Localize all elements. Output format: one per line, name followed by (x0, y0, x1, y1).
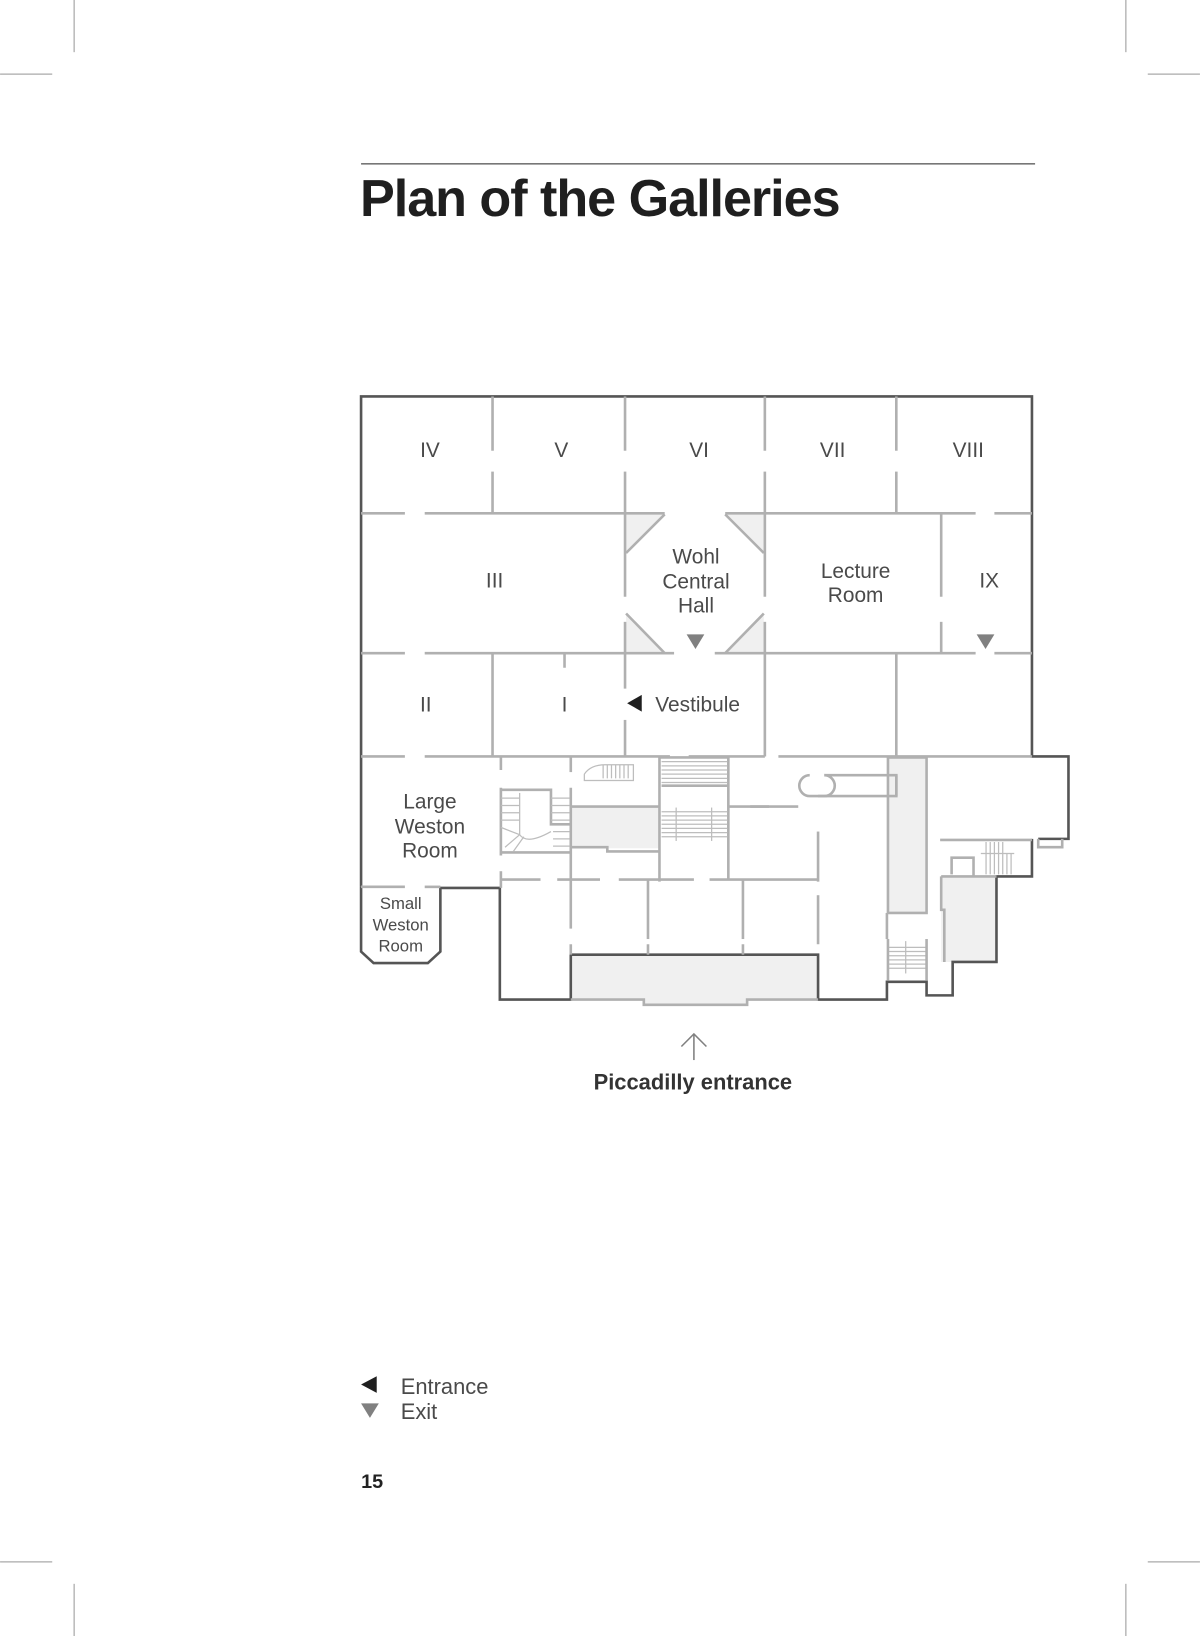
room-label-iv: IV (420, 439, 440, 462)
room-labels: IV V VI VII VIII III Wohl Central Hall L… (373, 439, 1000, 956)
room-label-large-weston-1: Large (403, 791, 456, 814)
room-label-lecture-1: Lecture (821, 560, 891, 583)
room-label-large-weston-3: Room (402, 840, 458, 863)
room-label-vii: VII (820, 439, 846, 462)
room-label-small-weston-3: Room (378, 937, 423, 956)
room-label-small-weston-2: Weston (373, 916, 429, 935)
legend-entrance-icon (361, 1376, 377, 1393)
entrance-caption: Piccadilly entrance (594, 1069, 792, 1094)
inner-walls (361, 396, 1064, 962)
room-label-v: V (554, 439, 568, 462)
room-label-large-weston-2: Weston (395, 816, 465, 839)
entrance-marker-icon (627, 694, 642, 712)
exit-marker-ix-icon (976, 634, 995, 649)
room-label-wohl-1: Wohl (672, 545, 719, 568)
room-label-small-weston-1: Small (380, 894, 422, 913)
room-label-vestibule: Vestibule (655, 694, 740, 717)
legend-exit-icon (361, 1403, 379, 1418)
shaded-areas (571, 514, 997, 1005)
room-label-wohl-2: Central (662, 570, 729, 593)
arrow-up-head-icon (680, 1032, 707, 1048)
room-label-viii: VIII (953, 439, 984, 462)
page-number: 15 (361, 1471, 383, 1493)
exit-marker-wohl-icon (686, 634, 705, 649)
room-label-ix: IX (979, 569, 999, 592)
piccadilly-entrance: Piccadilly entrance (594, 1032, 792, 1094)
markers (627, 634, 995, 712)
stairs (500, 761, 1015, 1007)
room-label-vi: VI (689, 439, 709, 462)
legend-exit-label: Exit (401, 1399, 438, 1424)
page-title: Plan of the Galleries (360, 170, 840, 228)
room-label-ii: II (420, 694, 432, 717)
legend-entrance-label: Entrance (401, 1374, 489, 1399)
room-label-i: I (562, 694, 568, 717)
room-label-wohl-3: Hall (678, 594, 714, 617)
floor-plan: IV V VI VII VIII III Wohl Central Hall L… (359, 395, 1070, 1007)
legend: Entrance Exit (361, 1374, 488, 1424)
room-label-iii: III (486, 569, 503, 592)
room-label-lecture-2: Room (828, 584, 884, 607)
